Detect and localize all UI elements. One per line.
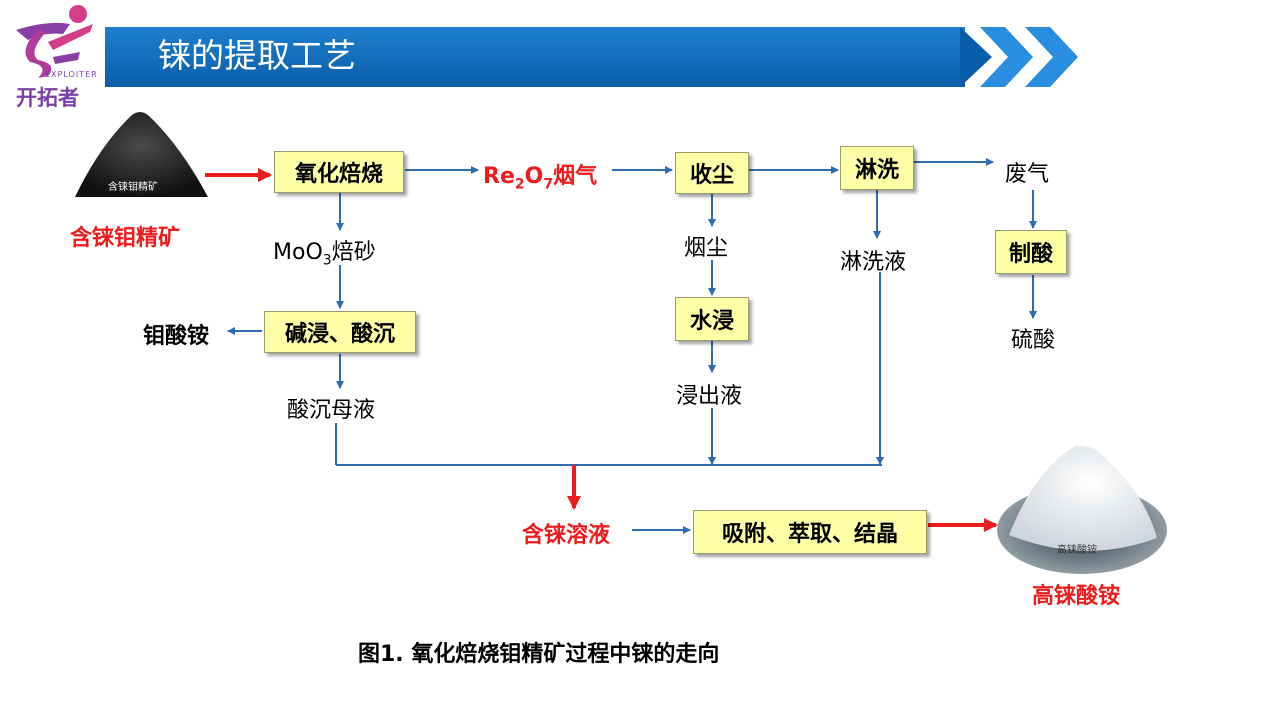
acid-making-box: 制酸 (995, 230, 1067, 274)
logo-subtext: EXPLOITER (45, 70, 98, 79)
water-leach-box: 水浸 (675, 297, 749, 341)
moo3-calcine-label: MoO3焙砂 (273, 234, 376, 268)
page-title: 铼的提取工艺 (158, 36, 356, 75)
title-banner-tip (960, 27, 992, 87)
chevron-arrows-icon (980, 27, 1078, 87)
re-solution-label: 含铼溶液 (522, 523, 611, 548)
waste-gas-label: 废气 (1005, 162, 1050, 187)
re2o7-sub1: 2 (514, 176, 525, 193)
exploiter-logo-icon (16, 5, 93, 78)
roasting-box: 氧化焙烧 (274, 151, 404, 193)
fume-dust-label: 烟尘 (684, 236, 729, 261)
figure-caption: 图1. 氧化焙烧钼精矿过程中铼的走向 (358, 642, 720, 667)
scrubbing-box: 淋洗 (840, 146, 914, 190)
ore-pile-image (75, 112, 208, 197)
ore-label: 含铼钼精矿 (70, 226, 181, 251)
leachate-label: 浸出液 (676, 384, 743, 409)
ore-image-label: 含铼钼精矿 (108, 182, 158, 193)
product-label: 高铼酸铵 (1032, 584, 1121, 609)
scrub-liquid-label: 淋洗液 (840, 250, 907, 275)
leach-precip-box: 碱浸、酸沉 (264, 311, 416, 353)
moo3-suffix: 焙砂 (331, 240, 376, 265)
moo3-prefix: MoO (273, 240, 323, 265)
ammonium-molybdate-label: 钼酸铵 (143, 324, 210, 349)
mother-liquor-label: 酸沉母液 (287, 398, 376, 423)
adsorption-box: 吸附、萃取、结晶 (693, 510, 927, 554)
logo-text: 开拓者 (16, 86, 79, 110)
sulfuric-acid-label: 硫酸 (1011, 328, 1056, 353)
re2o7-suffix: 烟气 (553, 164, 598, 189)
re2o7-fume-label: Re2O7烟气 (483, 158, 597, 192)
product-pile-image (997, 445, 1167, 574)
title-banner (105, 27, 965, 87)
dust-collection-box: 收尘 (675, 152, 749, 194)
re2o7-mid: O (524, 164, 544, 189)
re2o7-prefix: Re (483, 164, 515, 189)
re2o7-sub2: 7 (543, 176, 554, 193)
product-image-label: 高铼酸铵 (1057, 545, 1097, 556)
moo3-sub: 3 (322, 252, 332, 269)
